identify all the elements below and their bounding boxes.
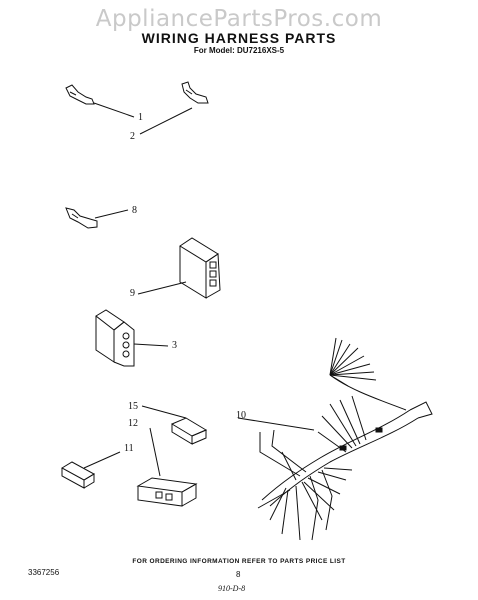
- part-8-terminal: [65, 207, 129, 229]
- leader-line-1: [93, 102, 135, 118]
- leader-line-9: [137, 281, 187, 295]
- callout-1: 1: [138, 112, 143, 123]
- ordering-info-note: FOR ORDERING INFORMATION REFER TO PARTS …: [132, 558, 346, 565]
- leader-line-11: [83, 451, 121, 469]
- leader-line-12: [149, 427, 161, 477]
- part-12-connector: [136, 427, 198, 507]
- callout-10: 10: [236, 410, 246, 421]
- part-1-terminal: [65, 84, 135, 118]
- part-11-connector: [60, 451, 121, 489]
- document-number: 3367256: [28, 568, 60, 577]
- part-15-block: [141, 405, 208, 445]
- part-9-connector-housing: [137, 237, 221, 299]
- leader-line-2: [139, 107, 193, 135]
- callout-15: 15: [128, 401, 138, 412]
- callout-12: 12: [128, 418, 138, 429]
- leader-line-10: [237, 417, 315, 431]
- leader-line-3: [133, 343, 169, 347]
- callout-3: 3: [172, 340, 177, 351]
- page-title: WIRING HARNESS PARTS: [141, 30, 337, 46]
- part-10-wiring-harness: [237, 337, 433, 541]
- model-subtitle: For Model: DU7216XS-5: [193, 46, 285, 55]
- leader-line-15: [141, 405, 187, 419]
- handwritten-note: 910-D-8: [218, 584, 246, 593]
- page-number: 8: [236, 570, 241, 579]
- callout-11: 11: [124, 443, 134, 454]
- leader-line-8: [94, 209, 129, 219]
- part-2-terminal: [139, 81, 209, 135]
- watermark: AppliancePartsPros.com: [95, 6, 383, 32]
- callout-2: 2: [130, 131, 135, 142]
- callout-9: 9: [130, 288, 135, 299]
- part-3-connector: [95, 309, 169, 367]
- callout-8: 8: [132, 205, 137, 216]
